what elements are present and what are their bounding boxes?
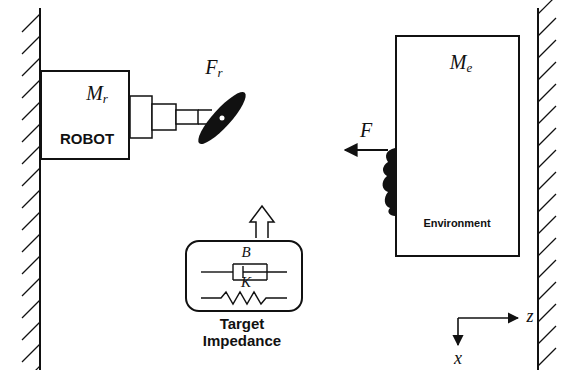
force-arrow: [345, 149, 388, 151]
impedance-heading: Target Impedance: [197, 316, 287, 349]
axis-label: x: [454, 349, 462, 367]
damping-symbol: B: [241, 245, 250, 260]
x-axis: [457, 318, 459, 345]
end-effector: [130, 96, 212, 138]
apply-arrow: [250, 206, 274, 238]
force-symbol: Fr: [205, 57, 222, 79]
left-wall: [39, 8, 41, 370]
impedance-box: BKTarget Impedance: [185, 240, 303, 312]
tool-center: [220, 116, 225, 121]
right-wall: [537, 8, 539, 370]
mass-symbol: Me: [450, 52, 472, 74]
tool-disk: [193, 87, 252, 150]
force-symbol: F: [360, 120, 372, 140]
robot-box: MrROBOT: [40, 70, 130, 160]
contact-surface: [383, 148, 395, 216]
axis-label: z: [526, 307, 533, 325]
environment-label: Environment: [423, 218, 490, 229]
mass-symbol: Mr: [86, 83, 108, 105]
stiffness-symbol: K: [241, 275, 251, 290]
environment-box: MeEnvironment: [395, 35, 520, 257]
robot-label: ROBOT: [60, 131, 114, 146]
z-axis: [458, 317, 518, 319]
